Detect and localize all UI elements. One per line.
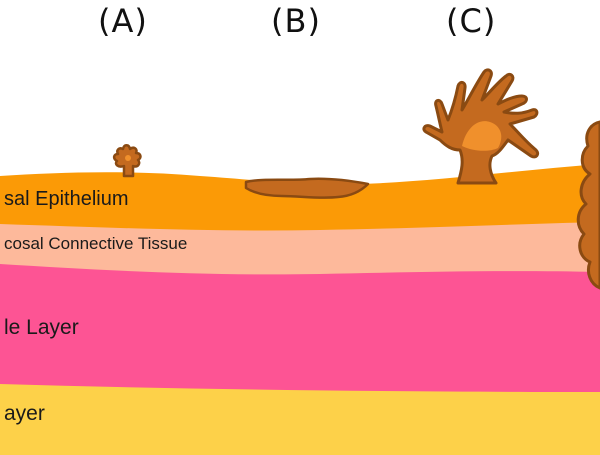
lesion-b-flat	[244, 177, 370, 199]
lesion-a-small-polyp	[112, 144, 142, 178]
panel-label-c: (C)	[446, 2, 496, 40]
muscle-layer-label: le Layer	[4, 316, 79, 339]
connective-tissue-label: cosal Connective Tissue	[4, 234, 187, 253]
connective-tissue-layer	[0, 218, 600, 275]
panel-label-a: (A)	[98, 2, 148, 40]
muscle-layer	[0, 262, 600, 392]
lesion-c-branched	[422, 68, 540, 185]
lesion-d-large-mass	[576, 120, 600, 290]
epithelium-label: sal Epithelium	[4, 188, 129, 210]
serosa-layer-label: ayer	[4, 402, 45, 425]
panel-label-b: (B)	[271, 2, 321, 40]
serosa-layer	[0, 381, 600, 455]
